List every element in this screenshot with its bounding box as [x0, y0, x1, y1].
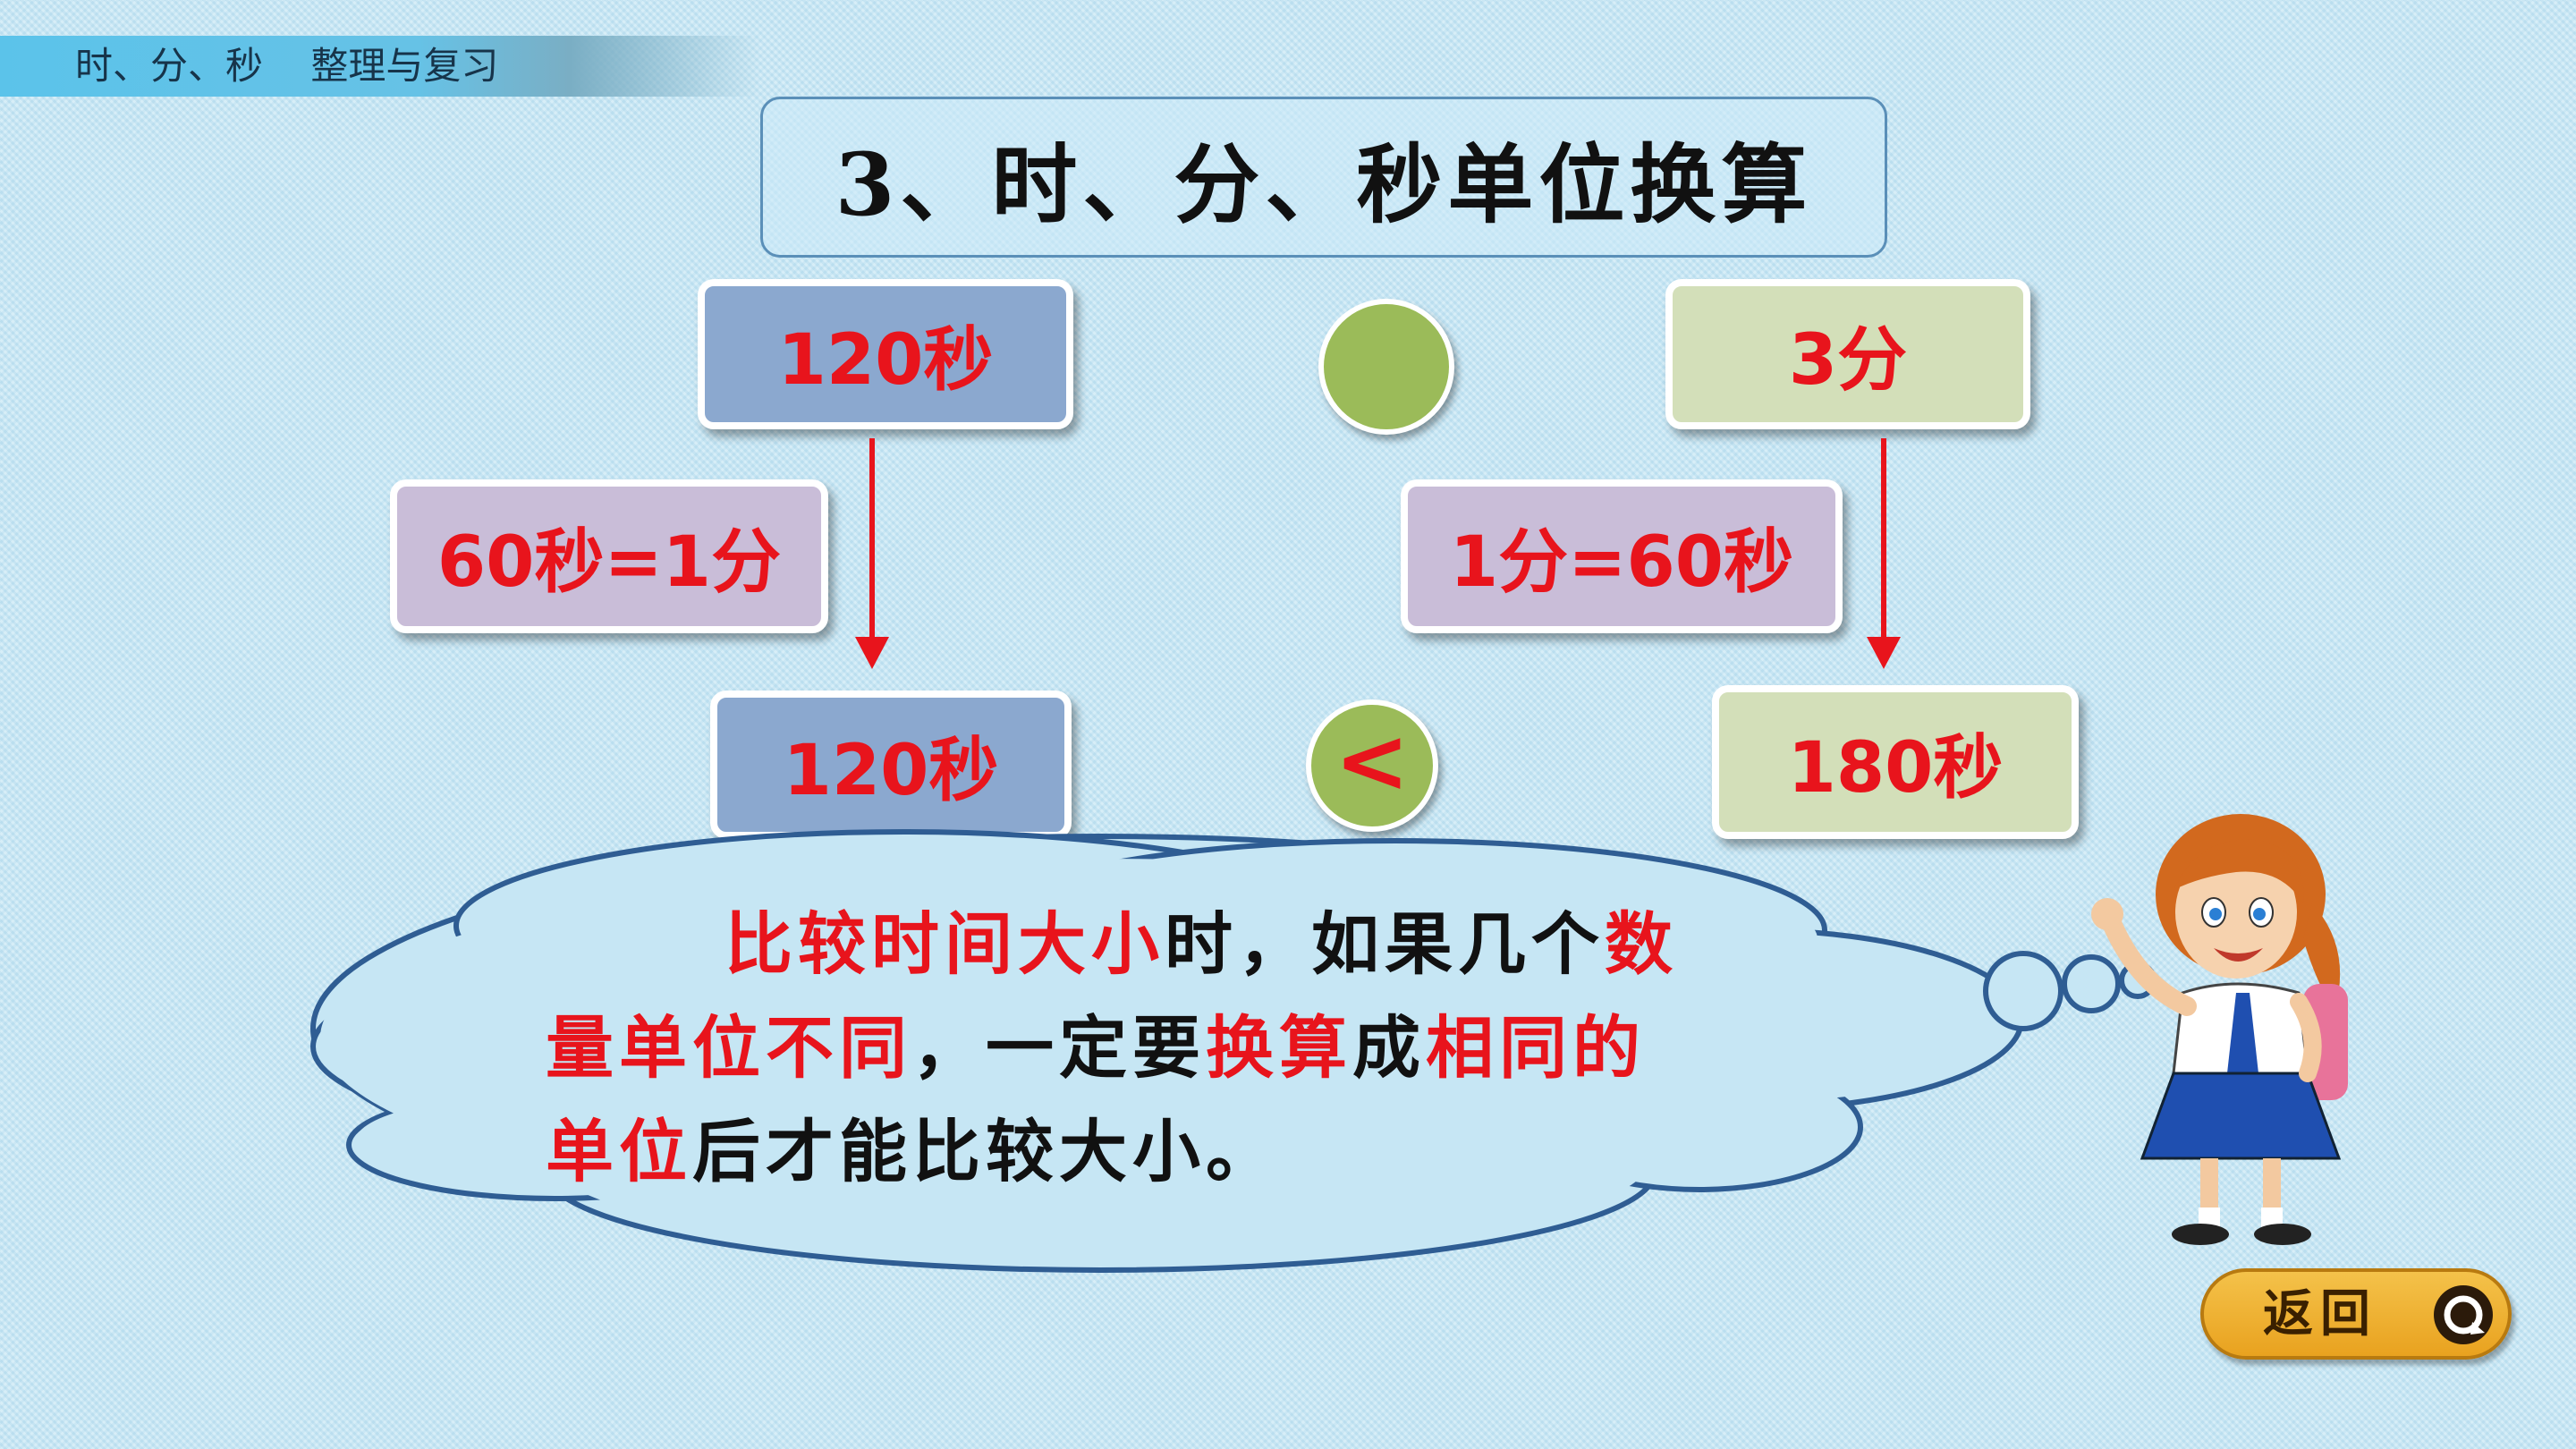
arrow-down-icon [855, 438, 889, 669]
left-bottom-value: 120秒 [710, 691, 1072, 839]
arrow-down-icon [1867, 438, 1901, 669]
cloud-text-segment: 单位 [546, 1112, 692, 1191]
title-box: 3、时、分、秒单位换算 [760, 97, 1887, 258]
refresh-icon [2434, 1285, 2493, 1344]
cloud-text-segment: 成 [1352, 1008, 1426, 1088]
back-button-label: 返回 [2263, 1284, 2377, 1343]
right-bottom-value: 180秒 [1712, 685, 2079, 839]
compare-circle-empty [1318, 299, 1454, 435]
cloud-text-segment: 换算 [1206, 1008, 1352, 1088]
cloud-text-segment: 数 [1605, 904, 1678, 984]
cloud-text-segment: 后才能比较大小。 [692, 1112, 1279, 1191]
cloud-text-segment: 比较时间大小 [724, 904, 1165, 984]
back-button[interactable]: 返回 [2200, 1268, 2512, 1360]
right-top-value: 3分 [1665, 279, 2030, 429]
cloud-line-1: 比较时间大小时，如果几个数 [546, 893, 1860, 996]
cloud-text-segment: 相同的 [1426, 1008, 1646, 1088]
less-than-symbol: < [1335, 708, 1410, 813]
cloud-text-segment: ，一定要 [912, 1008, 1206, 1088]
cloud-message: 比较时间大小时，如果几个数 量单位不同，一定要换算成相同的 单位后才能比较大小。 [546, 893, 1860, 1204]
compare-circle-result: < [1306, 699, 1438, 832]
girl-character [2091, 814, 2348, 1245]
cloud-line-2: 量单位不同，一定要换算成相同的 [546, 996, 1860, 1100]
left-top-value: 120秒 [698, 279, 1073, 429]
cloud-text-segment: 量单位不同 [546, 1008, 912, 1088]
header-bar [0, 36, 760, 97]
cloud-line-3: 单位后才能比较大小。 [546, 1100, 1860, 1204]
left-rule: 60秒=1分 [390, 479, 828, 633]
breadcrumb: 时、分、秒 整理与复习 [75, 44, 499, 88]
page-title: 3、时、分、秒单位换算 [835, 133, 1813, 235]
cloud-text-segment: 时，如果几个 [1165, 904, 1605, 984]
right-rule: 1分=60秒 [1401, 479, 1843, 633]
